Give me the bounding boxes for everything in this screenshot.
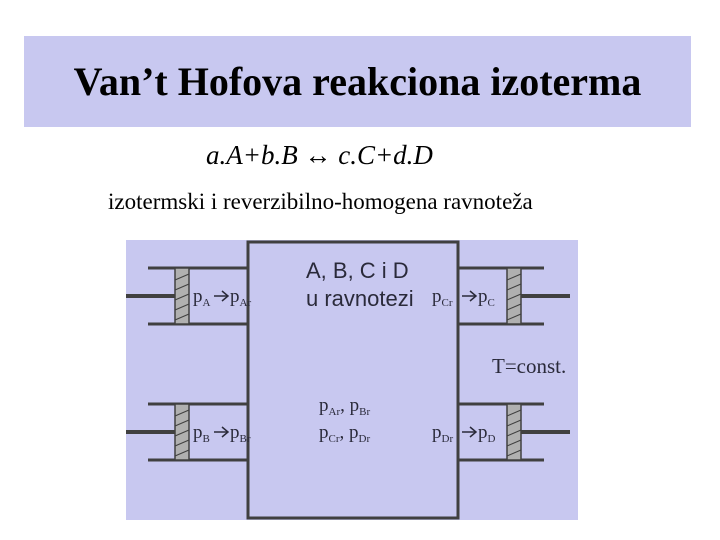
slide-title: Van’t Hofova reakciona izoterma [73, 59, 642, 104]
reaction-equation: a.A+b.B ↔ c.C+d.D [206, 140, 433, 170]
temperature-label: T=const. [492, 354, 566, 378]
arrow-right-icon [462, 426, 478, 438]
cylinder-d [458, 402, 570, 462]
arrow-right-icon [214, 426, 230, 438]
piston-a [174, 267, 190, 325]
equilibrium-diagram: A, B, C i D u ravnotezi T=const. pAr, pB… [126, 240, 578, 520]
arrow-right-icon [214, 290, 230, 302]
title-bar: Van’t Hofova reakciona izoterma [24, 36, 691, 127]
piston-d [506, 403, 522, 461]
reaction-vessel [246, 240, 460, 520]
cylinder-b [126, 402, 248, 462]
cylinder-a [126, 266, 248, 326]
piston-c [506, 267, 522, 325]
arrow-right-icon [462, 290, 478, 302]
vessel-label-line1: A, B, C i D [306, 258, 409, 283]
piston-b [174, 403, 190, 461]
cylinder-c [458, 266, 570, 326]
slide-subtitle: izotermski i reverzibilno-homogena ravno… [108, 189, 533, 214]
vessel-label-line2: u ravnotezi [306, 286, 414, 311]
